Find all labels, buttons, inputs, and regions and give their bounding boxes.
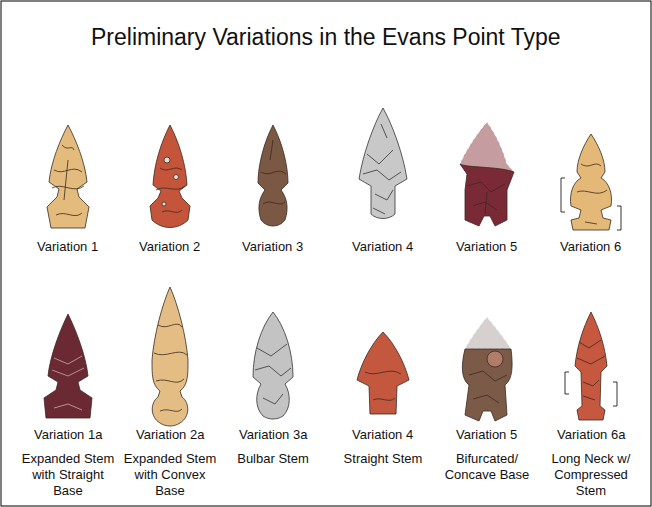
- point-v1: [47, 125, 89, 228]
- point-v4-row2: [357, 332, 409, 414]
- point-v5: [460, 122, 514, 226]
- stem-description: Bifurcated/ Concave Base: [437, 451, 537, 483]
- variation-label: Variation 6: [560, 239, 621, 254]
- stem-description: Straight Stem: [333, 451, 433, 467]
- stem-description: Bulbar Stem: [223, 451, 323, 467]
- points: [44, 108, 621, 426]
- point-v1a: [44, 314, 92, 418]
- variation-label: Variation 5: [456, 239, 517, 254]
- point-v3a: [253, 312, 293, 419]
- variation-label: Variation 2a: [136, 427, 204, 442]
- variation-label: Variation 4: [352, 239, 413, 254]
- variation-label: Variation 5: [456, 427, 517, 442]
- point-v5-row2: [462, 317, 512, 421]
- stem-description: Expanded Stem with Convex Base: [120, 451, 220, 499]
- point-v2: [150, 125, 190, 228]
- stem-description: Expanded Stem with Straight Base: [18, 451, 118, 499]
- variation-label: Variation 3a: [239, 427, 307, 442]
- variation-label: Variation 3: [242, 239, 303, 254]
- title: Preliminary Variations in the Evans Poin…: [91, 24, 561, 51]
- point-v4: [359, 108, 407, 219]
- point-v3: [258, 125, 288, 226]
- point-v6a: [565, 312, 617, 420]
- variation-label: Variation 1: [37, 239, 98, 254]
- variation-label: Variation 2: [139, 239, 200, 254]
- variation-label: Variation 1a: [34, 427, 102, 442]
- variation-label: Variation 4: [352, 427, 413, 442]
- point-v6: [561, 134, 621, 230]
- point-v2a: [152, 287, 188, 426]
- variation-label: Variation 6a: [557, 427, 625, 442]
- stem-description: Long Neck w/ Compressed Stem: [541, 451, 641, 499]
